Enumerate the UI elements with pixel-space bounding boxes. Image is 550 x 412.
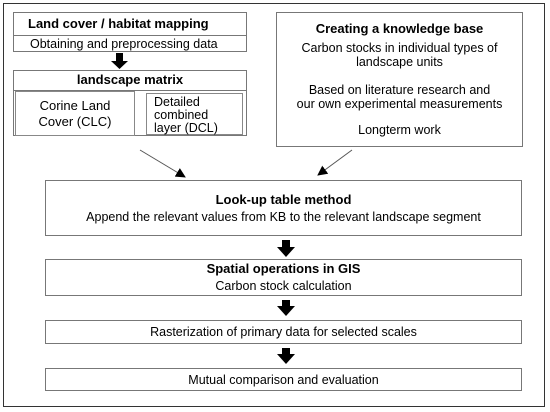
dcl-box: Detailed combined layer (DCL) xyxy=(146,93,243,135)
knowledge-base-line4: our own experimental measurements xyxy=(296,97,503,111)
land-cover-title: Land cover / habitat mapping xyxy=(28,16,209,31)
arrow-matrix-to-lookup xyxy=(139,149,186,178)
diagram-frame xyxy=(3,3,545,407)
knowledge-base-line3: Based on literature research and xyxy=(308,83,491,97)
knowledge-base-line1: Carbon stocks in individual types of xyxy=(301,41,498,55)
comparison-text: Mutual comparison and evaluation xyxy=(188,373,379,387)
comparison-box: Mutual comparison and evaluation xyxy=(45,368,522,391)
landscape-matrix-divider xyxy=(14,90,246,91)
arrow-kb-to-lookup xyxy=(317,149,353,176)
block-arrow-rasterization-to-comparison xyxy=(277,348,295,364)
rasterization-text: Rasterization of primary data for select… xyxy=(150,325,417,339)
clc-label-line2: Cover (CLC) xyxy=(38,114,112,129)
lookup-table-title: Look-up table method xyxy=(215,192,352,207)
land-cover-subtitle: Obtaining and preprocessing data xyxy=(30,37,218,51)
rasterization-box: Rasterization of primary data for select… xyxy=(45,320,522,344)
landscape-matrix-title: landscape matrix xyxy=(76,72,184,87)
dcl-label-line1: Detailed xyxy=(154,95,200,109)
block-arrow-landcover-to-matrix xyxy=(111,53,128,69)
spatial-operations-text: Carbon stock calculation xyxy=(215,279,352,293)
knowledge-base-line2: landscape units xyxy=(356,55,443,69)
spatial-operations-title: Spatial operations in GIS xyxy=(206,261,361,276)
spatial-operations-box: Spatial operations in GIS Carbon stock c… xyxy=(45,259,522,296)
land-cover-box: Land cover / habitat mapping Obtaining a… xyxy=(13,12,247,52)
lookup-table-box: Look-up table method Append the relevant… xyxy=(45,180,522,236)
lookup-table-text: Append the relevant values from KB to th… xyxy=(86,210,481,224)
block-arrow-spatial-to-rasterization xyxy=(277,300,295,316)
knowledge-base-box: Creating a knowledge base Carbon stocks … xyxy=(276,12,523,147)
dcl-label-line3: layer (DCL) xyxy=(154,121,218,135)
block-arrow-lookup-to-spatial xyxy=(277,240,295,257)
land-cover-divider xyxy=(14,35,246,36)
knowledge-base-line5: Longterm work xyxy=(358,123,441,137)
knowledge-base-title: Creating a knowledge base xyxy=(315,21,484,36)
dcl-label-line2: combined xyxy=(154,108,209,122)
landscape-matrix-box: landscape matrix Corine Land Cover (CLC)… xyxy=(13,70,247,136)
clc-label-line1: Corine Land xyxy=(39,98,111,113)
clc-box: Corine Land Cover (CLC) xyxy=(15,91,135,136)
